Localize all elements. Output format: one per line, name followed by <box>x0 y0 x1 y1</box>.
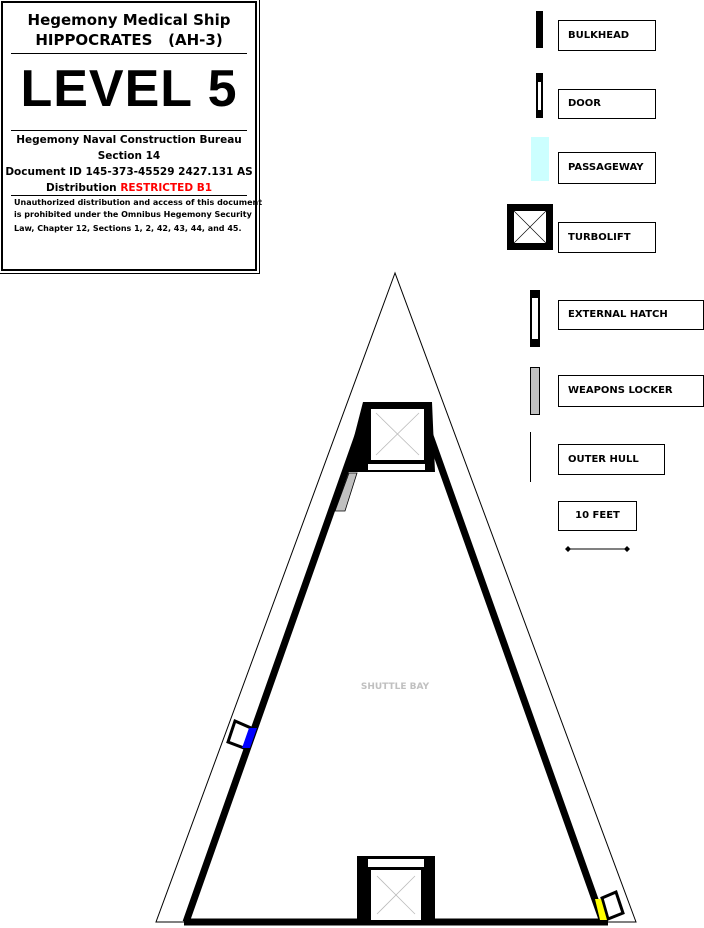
legend-turbolift-icon <box>507 204 553 250</box>
legend-passageway-symbol <box>531 137 549 181</box>
level-title: LEVEL 5 <box>20 60 238 118</box>
legend-weapons-locker-label: WEAPONS LOCKER <box>558 375 704 407</box>
legend-outer-hull-label: OUTER HULL <box>558 444 665 475</box>
bulkhead-starboard <box>424 428 607 924</box>
legend-bulkhead-label: BULKHEAD <box>558 20 656 51</box>
turbolift-door[interactable] <box>368 859 424 867</box>
legend-external-hatch-label: EXTERNAL HATCH <box>558 300 704 330</box>
bulkhead-port <box>182 428 364 924</box>
warning-text: Law, Chapter 12, Sections 1, 2, 42, 43, … <box>14 224 242 233</box>
turbolift-aft[interactable] <box>357 856 435 922</box>
scale-bar <box>565 546 630 552</box>
legend-weapons-locker-symbol <box>530 367 540 415</box>
warning-text: is prohibited under the Omnibus Hegemony… <box>14 210 252 219</box>
legend-scale-label: 10 FEET <box>558 501 637 531</box>
distribution: Distribution RESTRICTED B1 <box>3 182 255 194</box>
document-id: Document ID 145-373-45529 2427.131 AS <box>5 166 253 178</box>
warning-text: Unauthorized distribution and access of … <box>14 198 263 207</box>
legend-bulkhead-symbol <box>536 11 543 48</box>
legend-door-label: DOOR <box>558 89 656 119</box>
section: Section 14 <box>97 150 161 162</box>
ship-name: HIPPOCRATES (AH-3) <box>35 31 223 49</box>
divider <box>11 130 247 131</box>
turbolift-forward[interactable] <box>345 402 435 472</box>
outer-hull <box>155 271 637 923</box>
bureau: Hegemony Naval Construction Bureau <box>16 134 242 146</box>
turbolift-door[interactable] <box>368 464 425 470</box>
distribution-value: RESTRICTED B1 <box>120 182 213 194</box>
divider <box>11 53 247 54</box>
room-label-shuttle-bay: SHUTTLE BAY <box>360 682 430 692</box>
distribution-label: Distribution <box>45 182 121 194</box>
weapons-locker[interactable] <box>334 472 358 512</box>
divider <box>11 195 247 196</box>
external-hatch-port[interactable] <box>226 718 257 750</box>
external-hatch-starboard[interactable] <box>595 889 625 922</box>
title-block: Hegemony Medical Ship HIPPOCRATES (AH-3)… <box>0 0 262 274</box>
legend-turbolift-label: TURBOLIFT <box>558 222 656 253</box>
legend-passageway-label: PASSAGEWAY <box>558 152 656 184</box>
ship-type: Hegemony Medical Ship <box>27 11 231 29</box>
